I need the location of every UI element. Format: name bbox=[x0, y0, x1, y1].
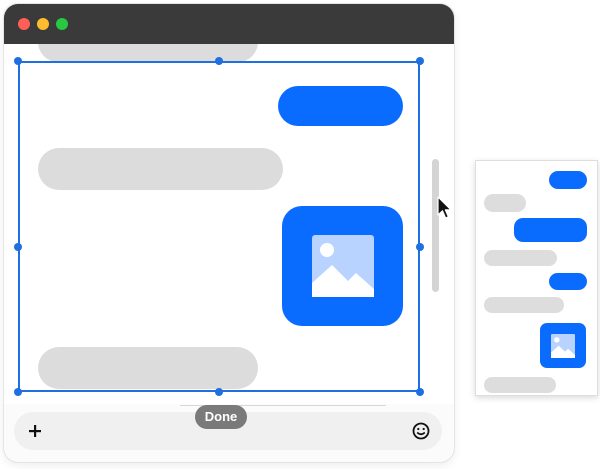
done-button[interactable]: Done bbox=[195, 405, 247, 429]
preview-incoming-bubble bbox=[484, 194, 526, 212]
resize-handle-right[interactable] bbox=[416, 243, 424, 251]
minimize-button[interactable] bbox=[37, 18, 49, 30]
preview-outgoing-bubble bbox=[514, 218, 587, 242]
resize-handle-bottom-left[interactable] bbox=[14, 388, 22, 396]
incoming-message-bubble[interactable] bbox=[38, 148, 283, 190]
composer-divider bbox=[180, 405, 386, 406]
capture-preview-panel[interactable] bbox=[475, 160, 598, 396]
chat-window bbox=[4, 4, 454, 462]
incoming-message-bubble[interactable] bbox=[38, 44, 258, 62]
add-attachment-button[interactable] bbox=[24, 420, 46, 442]
image-icon bbox=[551, 333, 575, 358]
incoming-message-bubble[interactable] bbox=[38, 347, 258, 389]
pointer-cursor-icon bbox=[437, 196, 452, 219]
emoji-icon bbox=[412, 422, 430, 440]
close-button[interactable] bbox=[18, 18, 30, 30]
plus-icon bbox=[29, 425, 41, 437]
resize-handle-bottom[interactable] bbox=[215, 388, 223, 396]
preview-outgoing-bubble bbox=[549, 273, 587, 290]
emoji-button[interactable] bbox=[410, 420, 432, 442]
resize-handle-bottom-right[interactable] bbox=[416, 388, 424, 396]
preview-image-message bbox=[540, 323, 586, 368]
outgoing-message-bubble[interactable] bbox=[278, 86, 403, 126]
zoom-button[interactable] bbox=[56, 18, 68, 30]
capture-selection-frame[interactable] bbox=[18, 61, 420, 392]
outgoing-image-message[interactable] bbox=[282, 206, 403, 326]
preview-incoming-bubble bbox=[484, 297, 564, 313]
resize-handle-left[interactable] bbox=[14, 243, 22, 251]
message-list[interactable] bbox=[4, 44, 454, 404]
preview-incoming-bubble bbox=[484, 377, 556, 393]
image-icon bbox=[311, 235, 374, 297]
resize-handle-top-left[interactable] bbox=[14, 57, 22, 65]
preview-outgoing-bubble bbox=[549, 171, 587, 189]
title-bar bbox=[4, 4, 454, 44]
preview-incoming-bubble bbox=[484, 250, 557, 266]
resize-handle-top[interactable] bbox=[215, 57, 223, 65]
resize-handle-top-right[interactable] bbox=[416, 57, 424, 65]
scrollbar[interactable] bbox=[432, 159, 439, 292]
